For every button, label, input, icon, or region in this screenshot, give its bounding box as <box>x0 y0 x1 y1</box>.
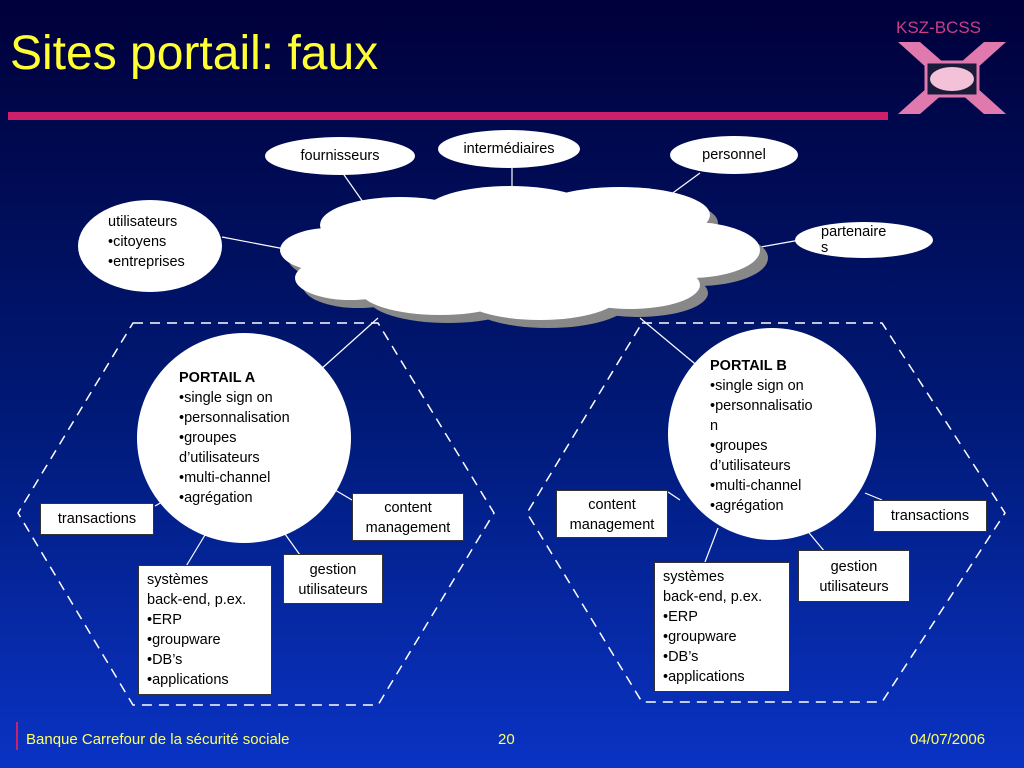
portal-a-content-management-line: management <box>365 520 451 536</box>
portal-a-circle: PORTAIL A •single sign on •personnalisat… <box>137 333 351 543</box>
portal-b-gestion-line: gestion <box>830 559 878 575</box>
node-partenaires-line2: s <box>821 240 829 256</box>
node-intermediaires: intermédiaires <box>438 130 580 168</box>
portal-b-gestion-box: gestion utilisateurs <box>798 550 910 602</box>
node-personnel: personnel <box>670 136 798 174</box>
portal-a-transactions-box: transactions <box>40 503 154 535</box>
portal-b-systemes-line: •applications <box>663 669 745 685</box>
portal-b-systemes-line: back-end, p.ex. <box>663 589 763 605</box>
portal-b-systemes-line: •DB’s <box>663 649 699 665</box>
portal-a-content-management-line: content <box>384 500 432 516</box>
portal-b-item: •agrégation <box>710 498 784 514</box>
portal-a-transactions-label: transactions <box>57 511 137 527</box>
portal-a-hexagon <box>17 322 495 706</box>
portal-b-systemes-box: systèmes back-end, p.ex. •ERP •groupware… <box>654 562 790 692</box>
portal-b-systemes-line: systèmes <box>663 569 725 585</box>
node-personnel-label: personnel <box>702 147 766 163</box>
node-utilisateurs: utilisateurs •citoyens •entreprises <box>78 200 222 292</box>
portal-a-systemes-line: •DB’s <box>147 652 183 668</box>
portal-b-title: PORTAIL B <box>710 358 787 374</box>
portal-b-systemes-line: •ERP <box>663 609 698 625</box>
portal-b-item: •groupes <box>710 438 768 454</box>
portal-a-item: •agrégation <box>179 490 253 506</box>
portal-b-item: •personnalisatio <box>710 398 813 414</box>
footer-accent-bar <box>16 722 18 750</box>
footer-page-number: 20 <box>498 731 515 748</box>
portal-b-content-management-line: management <box>569 517 655 533</box>
node-utilisateurs-line: •entreprises <box>108 254 185 270</box>
portal-b-systemes-line: •groupware <box>663 629 737 645</box>
node-fournisseurs: fournisseurs <box>265 137 415 175</box>
portal-a-item: •personnalisation <box>179 410 290 426</box>
portal-b-hexagon <box>526 322 1006 703</box>
portal-b-item: d’utilisateurs <box>710 458 791 474</box>
portal-a-content-management-box: content management <box>352 493 464 541</box>
portal-b-item: •single sign on <box>710 378 804 394</box>
portal-a-systemes-line: •groupware <box>147 632 221 648</box>
network-cloud <box>280 186 768 328</box>
portal-b-circle: PORTAIL B •single sign on •personnalisat… <box>668 328 876 540</box>
node-partenaires: partenaire s <box>795 222 933 258</box>
portal-a-item: •groupes <box>179 430 237 446</box>
portal-a-gestion-line: utilisateurs <box>298 582 368 598</box>
portal-a-systemes-line: •ERP <box>147 612 182 628</box>
portal-a-item: d’utilisateurs <box>179 450 260 466</box>
portal-a-gestion-box: gestion utilisateurs <box>283 554 383 604</box>
portal-b-item: n <box>710 418 719 434</box>
portal-b-gestion-line: utilisateurs <box>819 579 889 595</box>
portal-b-content-management-box: content management <box>556 490 668 538</box>
node-utilisateurs-line: •citoyens <box>108 234 167 250</box>
node-fournisseurs-label: fournisseurs <box>300 148 380 164</box>
portal-a-systemes-box: systèmes back-end, p.ex. •ERP •groupware… <box>138 565 272 695</box>
title-underline <box>8 112 888 120</box>
portal-a-gestion-line: gestion <box>309 562 357 578</box>
portal-a-systemes-line: •applications <box>147 672 229 688</box>
slide-title: Sites portail: faux <box>10 27 379 80</box>
portal-a-systemes-line: back-end, p.ex. <box>147 592 247 608</box>
portal-a-item: •single sign on <box>179 390 273 406</box>
portal-b-content-management-line: content <box>588 497 636 513</box>
ksz-logo <box>898 42 1006 114</box>
portal-b-item: •multi-channel <box>710 478 802 494</box>
node-partenaires-line1: partenaire <box>821 224 887 240</box>
portal-a-title: PORTAIL A <box>179 370 256 386</box>
portal-b-transactions-label: transactions <box>890 508 970 524</box>
footer-date: 04/07/2006 <box>910 731 986 748</box>
node-utilisateurs-line: utilisateurs <box>108 214 178 230</box>
portal-a-item: •multi-channel <box>179 470 271 486</box>
portal-a-systemes-line: systèmes <box>147 572 209 588</box>
footer-organization: Banque Carrefour de la sécurité sociale <box>26 731 290 748</box>
brand-name: KSZ-BCSS <box>896 18 982 37</box>
portal-b-transactions-box: transactions <box>873 500 987 532</box>
node-intermediaires-label: intermédiaires <box>463 141 555 157</box>
